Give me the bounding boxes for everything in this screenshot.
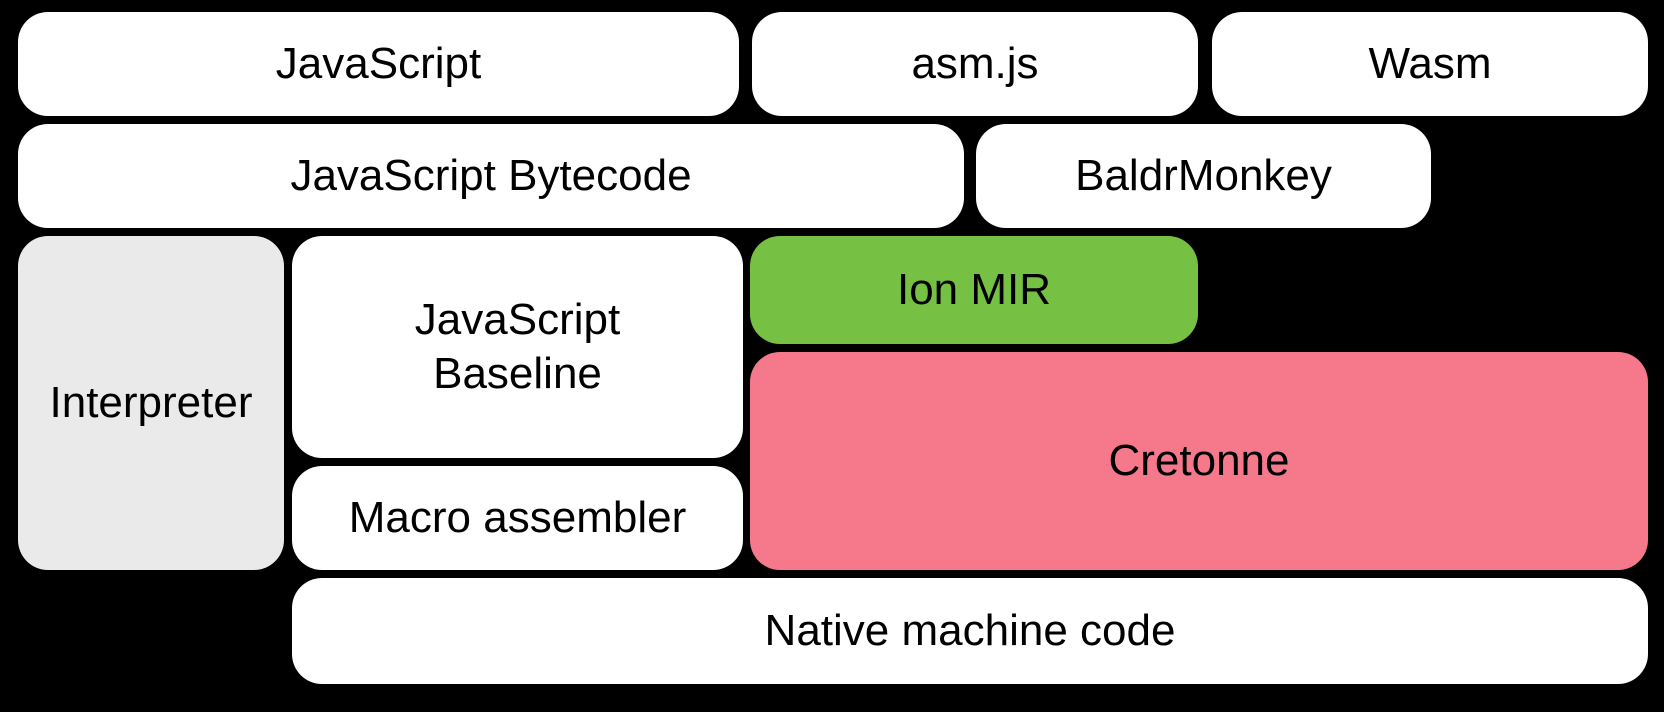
node-asmjs-label: asm.js [911, 39, 1039, 89]
node-baldrmonkey-label: BaldrMonkey [1075, 151, 1332, 201]
node-native-machine-code-label: Native machine code [764, 606, 1176, 656]
node-javascript-bytecode-label: JavaScript Bytecode [290, 151, 692, 201]
node-javascript-baseline: JavaScript Baseline [292, 236, 743, 458]
node-baldrmonkey: BaldrMonkey [976, 124, 1431, 228]
node-wasm-label: Wasm [1368, 39, 1492, 89]
node-macro-assembler: Macro assembler [292, 466, 743, 570]
node-javascript-label: JavaScript [275, 39, 482, 89]
node-interpreter: Interpreter [18, 236, 284, 570]
node-cretonne-label: Cretonne [1108, 436, 1290, 486]
node-ion-mir-label: Ion MIR [896, 265, 1052, 315]
node-native-machine-code: Native machine code [292, 578, 1648, 684]
node-javascript: JavaScript [18, 12, 739, 116]
node-ion-mir: Ion MIR [750, 236, 1198, 344]
node-javascript-baseline-label-line1: JavaScript [414, 295, 621, 345]
node-interpreter-label: Interpreter [49, 378, 253, 428]
node-macro-assembler-label: Macro assembler [348, 493, 687, 543]
node-asmjs: asm.js [752, 12, 1198, 116]
node-javascript-bytecode: JavaScript Bytecode [18, 124, 964, 228]
node-javascript-baseline-label-line2: Baseline [433, 349, 602, 398]
node-cretonne: Cretonne [750, 352, 1648, 570]
node-wasm: Wasm [1212, 12, 1648, 116]
